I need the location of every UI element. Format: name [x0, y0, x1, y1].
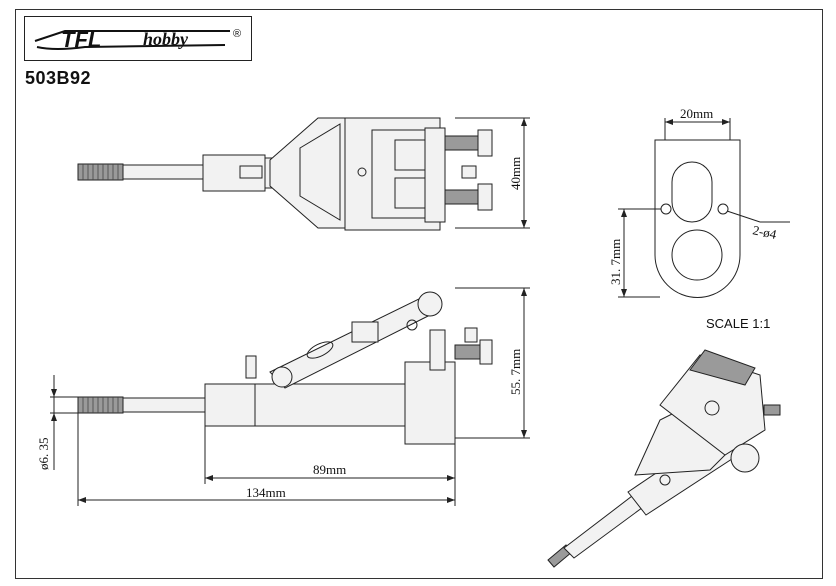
bracket-outline: [654, 139, 741, 298]
threaded-shaft-top: [77, 163, 124, 181]
tfl-logo-graphic: TFL hobby ®: [34, 27, 241, 52]
grease-nipple-top: [239, 165, 263, 179]
dim-bracket-width: 20mm: [680, 106, 713, 121]
logo-sub-text: hobby: [143, 29, 189, 49]
render-bearing: [730, 443, 760, 473]
pivot-upper-side: [417, 291, 443, 317]
isometric-render: [547, 349, 781, 568]
dim-total-length: 134mm: [246, 485, 286, 500]
nut-upper-top: [477, 129, 493, 157]
bracket-bore: [671, 229, 723, 281]
top-view: [77, 117, 530, 231]
side-view: [50, 287, 530, 506]
pivot-lower-side: [271, 366, 293, 388]
dim-shaft-diameter: ø6. 35: [36, 438, 51, 471]
dim-body-length: 89mm: [313, 462, 346, 477]
shaft-top: [122, 164, 204, 180]
bracket-slot: [671, 161, 713, 223]
mount-plate-top: [344, 117, 441, 231]
shaft-side: [122, 397, 206, 413]
dim-top-height: 40mm: [508, 157, 523, 190]
threaded-shaft-side: [77, 396, 124, 414]
drawing-frame: [15, 9, 823, 579]
housing-side: [404, 361, 456, 445]
dim-side-height: 55. 7mm: [508, 349, 523, 395]
logo-brand-text: TFL: [61, 27, 101, 52]
registered-mark: ®: [233, 28, 241, 40]
logo-box: TFL hobby ®: [24, 16, 252, 61]
part-number: 503B92: [25, 68, 92, 88]
dim-holes: 2-ø4: [751, 222, 778, 242]
dim-bracket-height: 31. 7mm: [608, 239, 623, 285]
nut-lower-top: [477, 183, 493, 211]
bolt-lower-top: [444, 189, 484, 205]
y-arm-top: [269, 117, 346, 229]
grease-nipple-side: [245, 355, 257, 379]
mount-hole-left: [660, 203, 672, 215]
tube-side: [204, 383, 411, 427]
scale-label: SCALE 1:1: [706, 316, 771, 331]
bolt-upper-top: [444, 135, 484, 151]
mount-hole-right: [717, 203, 729, 215]
bracket-detail: [618, 118, 790, 298]
render-bolt: [763, 404, 781, 416]
